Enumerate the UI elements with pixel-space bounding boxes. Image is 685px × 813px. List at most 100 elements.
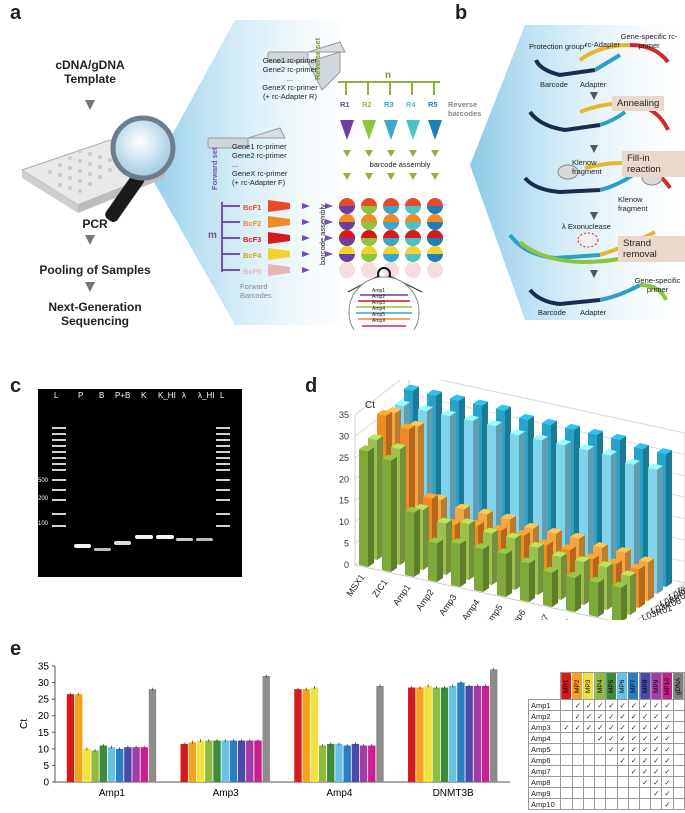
ladder-size: 100 xyxy=(38,521,49,527)
chart-d-bar-side xyxy=(574,425,580,567)
table-row-label: Amp1 xyxy=(527,699,562,711)
barcode-assembly-vertical-caption: barcode assembly xyxy=(318,204,327,265)
chart-d-bar-side xyxy=(607,563,613,610)
chart-d-bar-top xyxy=(639,556,654,563)
chart-e-ytick: 5 xyxy=(43,761,49,772)
table-cell: ✓ xyxy=(650,732,663,744)
chart-e-bar xyxy=(229,740,238,782)
gel-lane-label: L xyxy=(220,391,225,400)
ladder-size: 200 xyxy=(38,496,49,502)
chart-d-bar xyxy=(382,458,391,572)
barcode-label-2: Barcode xyxy=(538,308,566,317)
table-header-mp7: MP7 xyxy=(628,672,640,700)
table-cell: ✓ xyxy=(661,699,674,711)
chart-e-bar xyxy=(115,748,124,782)
table-cell xyxy=(616,787,629,799)
chart-d-bar xyxy=(612,585,621,620)
chart-d-bar-side xyxy=(584,558,590,605)
chart-e-bar xyxy=(213,740,221,782)
forward-primer-item: ... xyxy=(232,160,239,169)
table-row-label: Amp3 xyxy=(527,721,562,733)
table-cell xyxy=(594,776,607,788)
chart-e-bar xyxy=(376,685,384,782)
chart-d-bar-top xyxy=(542,418,557,425)
chart-d-category-label: Amp1 xyxy=(391,582,413,607)
table-row-label: Amp8 xyxy=(527,776,562,788)
table-cell xyxy=(605,798,618,810)
table-cell: ✓ xyxy=(627,765,641,777)
table-cell xyxy=(616,776,629,788)
amplicon-label: Amp4 xyxy=(372,306,386,312)
chart-d-category-label: Amp6 xyxy=(506,607,528,620)
table-cell: ✓ xyxy=(650,765,663,777)
chart-e-bar xyxy=(140,747,148,782)
table-row: Amp6✓✓✓✓✓ xyxy=(527,754,685,766)
chart-d-category-label: Amp5 xyxy=(483,602,505,620)
table-cell: ✓ xyxy=(582,721,596,733)
table-cell: ✓ xyxy=(627,699,641,711)
table-cell xyxy=(560,732,573,744)
amplicon-labels: Amp1 Amp2 Amp3 Amp4 Amp5 AmpX xyxy=(372,288,386,324)
table-cell xyxy=(582,754,596,766)
chart-e-bar xyxy=(416,687,424,782)
chart-d-bar-top xyxy=(529,541,544,548)
table-cell xyxy=(571,776,584,788)
table-cell: ✓ xyxy=(650,699,663,711)
table-cell xyxy=(560,754,573,766)
table-cell: ✓ xyxy=(661,754,674,766)
table-cell xyxy=(605,754,618,766)
table-cell xyxy=(638,798,652,810)
template-label: cDNA/gDNA Template xyxy=(55,58,125,86)
table-cell: ✓ xyxy=(594,710,607,722)
table-cell xyxy=(672,699,685,711)
table-cell: ✓ xyxy=(594,699,607,711)
chart-e-bar xyxy=(359,745,368,782)
chart-d-category-label: Amp8 xyxy=(552,617,574,620)
chart-e-ytick: 10 xyxy=(38,744,50,755)
table-cell: ✓ xyxy=(638,699,652,711)
step-strand-removal: Strand removal xyxy=(618,236,685,262)
adapter-label: Adapter xyxy=(580,80,607,89)
chart-e-bar xyxy=(196,740,205,782)
table-cell: ✓ xyxy=(627,754,641,766)
forward-barcode-bracket xyxy=(221,202,240,272)
panel-b-strand-5 xyxy=(528,283,668,307)
table-cell: ✓ xyxy=(661,721,674,733)
chart-d-bar-top xyxy=(455,503,470,510)
chart-d-bar-top xyxy=(556,439,571,446)
chart-d-bar-side xyxy=(400,445,406,565)
table-cell: ✓ xyxy=(661,776,674,788)
chart-e-bar xyxy=(335,743,343,782)
chart-e-bar xyxy=(221,740,229,782)
chart-d-bar-top xyxy=(497,548,512,555)
chart-d-bar-side xyxy=(483,545,489,592)
table-cell: ✓ xyxy=(638,765,652,777)
forward-barcode-tubes xyxy=(268,200,290,276)
gel-lane-label: K xyxy=(141,391,147,400)
table-cell: ✓ xyxy=(616,710,629,722)
amplicon-label: Amp2 xyxy=(372,294,386,300)
chart-e-bar xyxy=(132,747,140,782)
chart-d-bar-side xyxy=(528,415,534,557)
table-cell: ✓ xyxy=(605,721,618,733)
chart-d-bar-side xyxy=(469,520,475,580)
chart-d-gridline xyxy=(438,380,685,434)
chart-e-bar xyxy=(432,687,441,782)
adapter-label-2: Adapter xyxy=(580,308,607,317)
chart-d-bar-side xyxy=(588,446,594,579)
chart-d-bar-side xyxy=(630,572,636,615)
chart-e-ytick: 0 xyxy=(43,778,49,789)
chart-d-bar-top xyxy=(510,429,525,436)
table-cell xyxy=(616,798,629,810)
chart-e-bar xyxy=(205,740,213,782)
chart-d-ytick: 0 xyxy=(344,560,349,570)
chart-e-bar xyxy=(91,750,99,782)
chart-d-category-label: Amp2 xyxy=(414,587,436,612)
table-cell xyxy=(560,787,573,799)
table-row: Amp1✓✓✓✓✓✓✓✓✓ xyxy=(527,699,685,711)
table-row-label: Amp7 xyxy=(527,765,562,777)
table-cell: ✓ xyxy=(594,732,607,744)
